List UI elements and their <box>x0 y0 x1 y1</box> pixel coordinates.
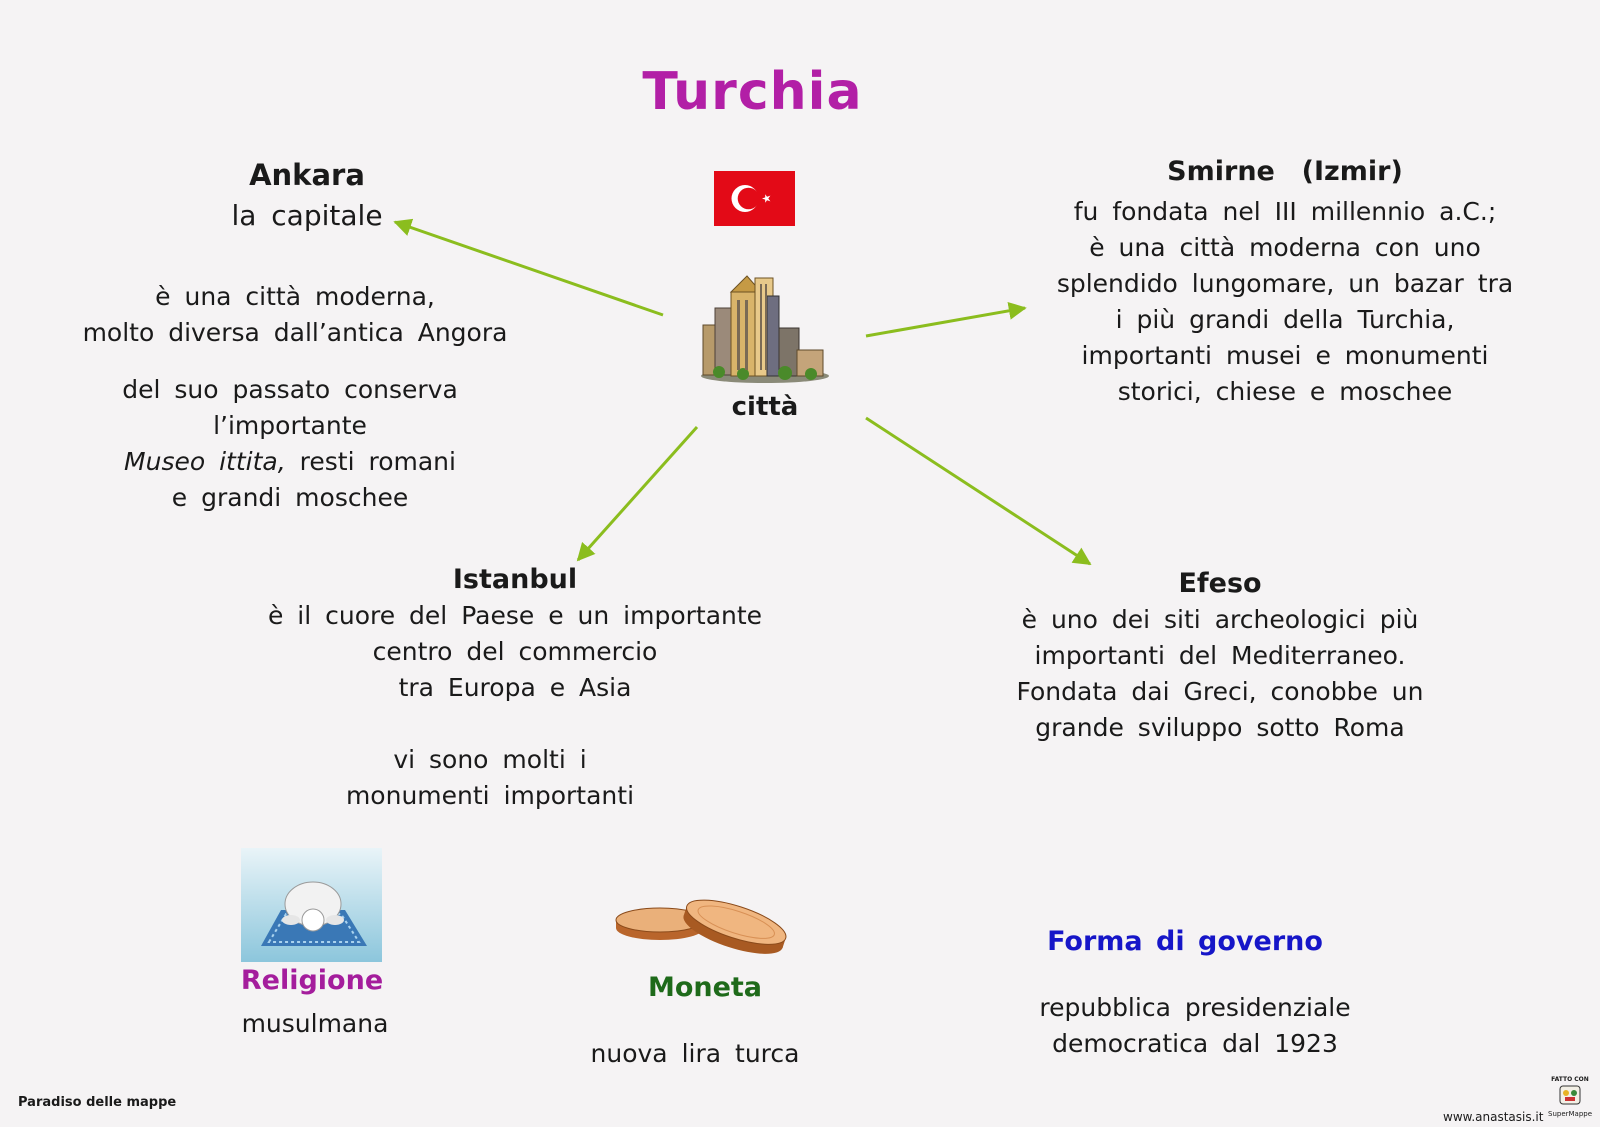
smirne-line: fu fondata nel III millennio a.C.; <box>1073 197 1497 226</box>
smirne-line: storici, chiese e moschee <box>1117 377 1453 406</box>
supermappe-logo-icon <box>1559 1085 1581 1105</box>
moneta-label: Moneta <box>647 972 763 1003</box>
prayer-icon <box>241 848 382 962</box>
turkey-flag-icon <box>714 171 795 226</box>
ankara-past-line: e grandi moschee <box>171 483 409 512</box>
efeso-line: importanti del Mediterraneo. <box>1034 641 1406 670</box>
efeso-line: grande sviluppo sotto Roma <box>1035 713 1405 742</box>
footer-url: www.anastasis.it <box>1443 1110 1544 1124</box>
religione-value: musulmana <box>241 1009 389 1038</box>
istanbul-monuments: vi sono molti i monumenti importanti <box>250 742 730 814</box>
smirne-line: i più grandi della Turchia, <box>1115 305 1455 334</box>
smirne-line: splendido lungomare, un bazar tra <box>1056 269 1514 298</box>
governo-value: repubblica presidenziale democratica dal… <box>980 990 1410 1062</box>
governo-line: democratica dal 1923 <box>1052 1029 1338 1058</box>
footer-credit: Paradiso delle mappe <box>18 1095 177 1110</box>
arrow-to-istanbul <box>576 425 699 562</box>
city-buildings-icon <box>701 275 829 383</box>
smirne-line: è una città moderna con uno <box>1089 233 1481 262</box>
badge-top-text: FATTO CON <box>1551 1076 1589 1083</box>
ankara-description: è una città moderna, molto diversa dall’… <box>40 279 550 351</box>
museo-ittita-text: Museo ittita, <box>124 447 286 476</box>
religione-label: Religione <box>240 965 384 996</box>
efeso-line: è uno dei siti archeologici più <box>1021 605 1419 634</box>
istanbul-line: centro del commercio <box>372 637 658 666</box>
smirne-heading: Smirne (Izmir) <box>1167 156 1403 187</box>
ankara-past: del suo passato conserva l’importante Mu… <box>40 372 540 516</box>
governo-label: Forma di governo <box>1047 926 1323 957</box>
ankara-past-line: del suo passato conserva <box>122 375 458 404</box>
ankara-past-line: Museo ittita, resti romani <box>124 447 456 476</box>
supermappe-badge: FATTO CON SuperMappe <box>1548 1076 1592 1124</box>
efeso-line: Fondata dai Greci, conobbe un <box>1016 677 1424 706</box>
arrow-to-efeso <box>865 416 1092 566</box>
istanbul-line: vi sono molti i <box>393 745 587 774</box>
coins-icon <box>615 899 787 954</box>
efeso-heading: Efeso <box>1178 568 1262 599</box>
efeso-description: è uno dei siti archeologici più importan… <box>960 602 1480 746</box>
governo-line: repubblica presidenziale <box>1039 993 1351 1022</box>
istanbul-heading: Istanbul <box>452 564 578 595</box>
ankara-past-line: l’importante <box>213 411 367 440</box>
page-title: Turchia <box>642 62 863 122</box>
center-label: città <box>731 392 799 422</box>
arrow-to-smirne <box>865 301 1027 338</box>
smirne-description: fu fondata nel III millennio a.C.; è una… <box>1010 194 1560 410</box>
ankara-heading: Ankara <box>249 158 365 192</box>
moneta-value: nuova lira turca <box>590 1039 800 1068</box>
istanbul-line: tra Europa e Asia <box>398 673 632 702</box>
smirne-line: importanti musei e monumenti <box>1081 341 1489 370</box>
istanbul-line: monumenti importanti <box>345 781 635 810</box>
ankara-desc-line: molto diversa dall’antica Angora <box>82 318 508 347</box>
arrow-to-ankara <box>393 218 664 317</box>
ankara-subtitle: la capitale <box>231 199 383 232</box>
istanbul-line: è il cuore del Paese e un importante <box>267 601 763 630</box>
ankara-desc-line: è una città moderna, <box>155 282 435 311</box>
istanbul-description: è il cuore del Paese e un importante cen… <box>200 598 830 706</box>
badge-bottom-text: SuperMappe <box>1548 1110 1593 1118</box>
